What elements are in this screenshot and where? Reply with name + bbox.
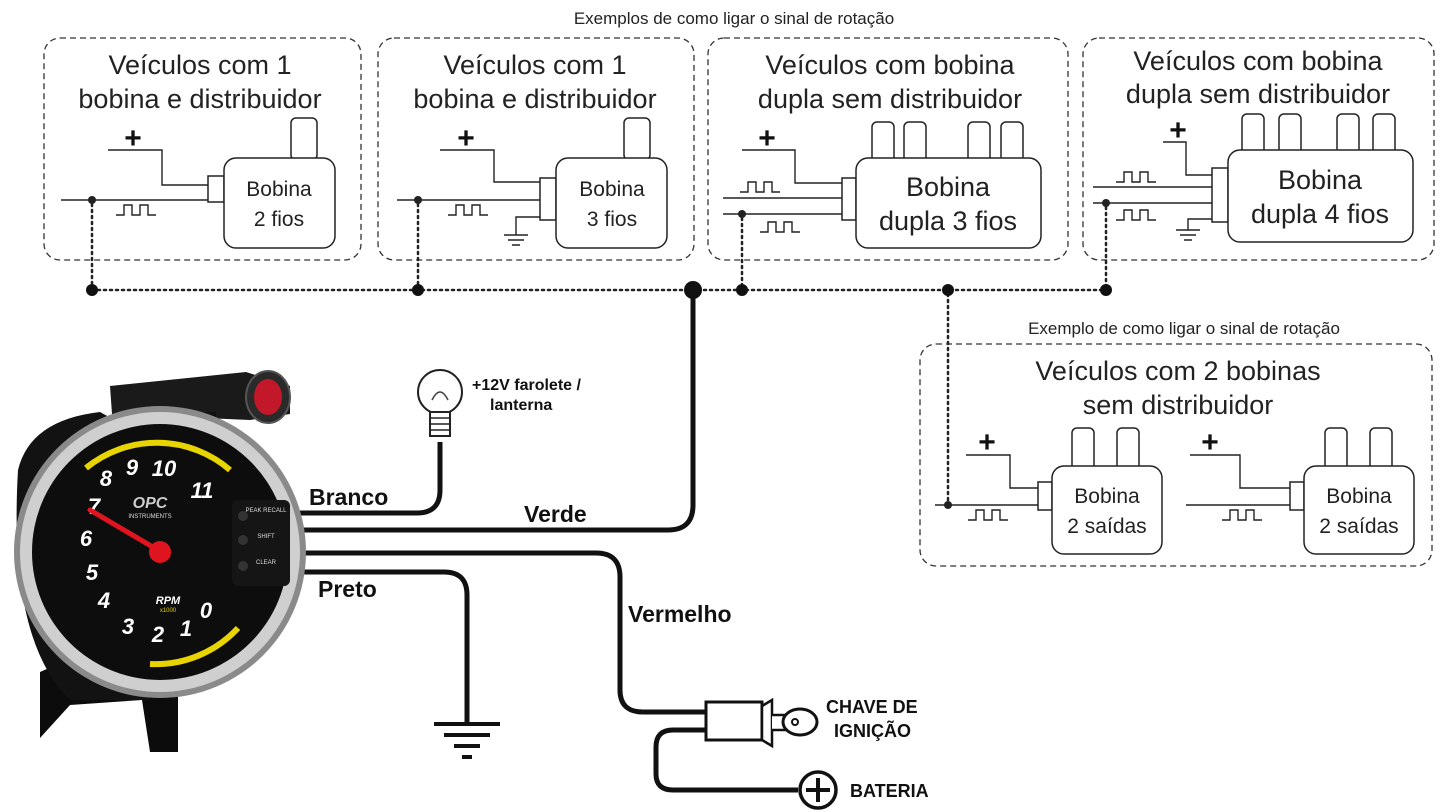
ground-icon bbox=[434, 722, 500, 759]
label-vermelho: Vermelho bbox=[628, 601, 732, 627]
tachometer: 0 1 2 3 4 5 6 7 8 9 10 11 OPC INSTRUMENT… bbox=[14, 370, 306, 752]
button-peak-recall: PEAK RECALL bbox=[245, 508, 287, 514]
box-3-title-line1: Veículos com bobina bbox=[765, 50, 1015, 80]
box-4-title-line2: dupla sem distribuidor bbox=[1126, 79, 1390, 109]
gauge-unit-sub: x1000 bbox=[160, 608, 177, 614]
gauge-number-11: 11 bbox=[191, 478, 214, 503]
secondary-caption: Exemplo de como ligar o sinal de rotação bbox=[1028, 319, 1340, 338]
lamp-label-line2: lanterna bbox=[490, 397, 552, 414]
gauge-number-5: 5 bbox=[86, 560, 99, 585]
box-4-coil-line2: dupla 4 fios bbox=[1251, 199, 1389, 229]
box-4-plus-sign: + bbox=[1169, 114, 1187, 147]
example-box-4: Veículos com bobina dupla sem distribuid… bbox=[1082, 37, 1435, 261]
signal-bus bbox=[86, 202, 1112, 507]
box-5-coil-a-line1: Bobina bbox=[1074, 485, 1140, 508]
label-branco: Branco bbox=[309, 484, 388, 510]
box-1-title-line2: bobina e distribuidor bbox=[78, 84, 321, 114]
box-4-coil bbox=[1227, 149, 1414, 243]
box-3-title-line2: dupla sem distribuidor bbox=[758, 84, 1022, 114]
box-4-coil-line1: Bobina bbox=[1278, 165, 1363, 195]
gauge-number-8: 8 bbox=[100, 466, 113, 491]
box-5-coil-a-line2: 2 saídas bbox=[1067, 515, 1146, 538]
gauge-number-1: 1 bbox=[180, 616, 192, 641]
header-caption: Exemplos de como ligar o sinal de rotaçã… bbox=[574, 9, 894, 28]
wiring bbox=[270, 290, 798, 793]
preto-wire bbox=[290, 569, 470, 724]
verde-wire bbox=[280, 290, 696, 533]
box-1-coil bbox=[223, 157, 336, 249]
box-2-title-line2: bobina e distribuidor bbox=[413, 84, 656, 114]
label-verde: Verde bbox=[524, 501, 587, 527]
box-1-title-line1: Veículos com 1 bbox=[108, 50, 291, 80]
gauge-brand-sub: INSTRUMENTS bbox=[128, 514, 171, 520]
box-5-plus-sign-a: + bbox=[978, 426, 996, 459]
ignition-label-line2: IGNIÇÃO bbox=[834, 720, 911, 741]
gauge-number-6: 6 bbox=[80, 526, 93, 551]
lamp-icon bbox=[417, 369, 463, 437]
box-5-title-line2: sem distribuidor bbox=[1083, 390, 1274, 420]
gauge-number-2: 2 bbox=[151, 622, 165, 647]
box-5-title-line1: Veículos com 2 bobinas bbox=[1035, 356, 1320, 386]
box-2-coil-line1: Bobina bbox=[579, 178, 645, 201]
box-3-plus-sign: + bbox=[758, 122, 776, 155]
example-box-2: Veículos com 1 bobina e distribuidor + B… bbox=[377, 37, 695, 261]
box-4-title-line1: Veículos com bobina bbox=[1133, 46, 1383, 76]
gauge-number-4: 4 bbox=[97, 588, 110, 613]
example-box-5: Veículos com 2 bobinas sem distribuidor … bbox=[919, 343, 1433, 567]
battery-label: BATERIA bbox=[850, 781, 929, 801]
gauge-number-0: 0 bbox=[200, 598, 213, 623]
lamp-label-line1: +12V farolete / bbox=[472, 377, 582, 394]
gauge-brand: OPC bbox=[133, 495, 168, 512]
box-5-coil-a bbox=[1051, 465, 1163, 555]
box-2-title-line1: Veículos com 1 bbox=[443, 50, 626, 80]
box-1-coil-line2: 2 fios bbox=[254, 208, 304, 231]
box-5-coil-b bbox=[1303, 465, 1415, 555]
box-1-coil-line1: Bobina bbox=[246, 178, 312, 201]
box-1-plus-sign: + bbox=[124, 122, 142, 155]
box-3-coil-line1: Bobina bbox=[906, 172, 991, 202]
gauge-number-10: 10 bbox=[152, 456, 177, 481]
box-5-coil-b-line1: Bobina bbox=[1326, 485, 1392, 508]
box-2-plus-sign: + bbox=[457, 122, 475, 155]
box-3-coil-line2: dupla 3 fios bbox=[879, 206, 1017, 236]
shift-light bbox=[254, 379, 282, 415]
box-2-coil bbox=[555, 157, 668, 249]
ignition-label-line1: CHAVE DE bbox=[826, 697, 918, 717]
ignition-key-icon bbox=[704, 697, 819, 749]
label-preto: Preto bbox=[318, 576, 377, 602]
box-5-coil-b-line2: 2 saídas bbox=[1319, 515, 1398, 538]
box-3-coil bbox=[855, 157, 1042, 249]
vermelho-wire bbox=[290, 550, 706, 715]
branco-wire bbox=[270, 442, 443, 516]
gauge-number-3: 3 bbox=[122, 614, 134, 639]
gauge-number-9: 9 bbox=[126, 455, 139, 480]
box-2-coil-line2: 3 fios bbox=[587, 208, 637, 231]
button-clear: CLEAR bbox=[256, 560, 277, 566]
example-box-3: Veículos com bobina dupla sem distribuid… bbox=[707, 37, 1069, 261]
battery-plus-icon bbox=[798, 770, 838, 810]
button-shift: SHIFT bbox=[257, 534, 275, 540]
box-5-plus-sign-b: + bbox=[1201, 426, 1219, 459]
gauge-unit: RPM bbox=[156, 595, 181, 607]
example-box-1: Veículos com 1 bobina e distribuidor + B… bbox=[43, 37, 362, 261]
battery-wire bbox=[653, 727, 798, 793]
